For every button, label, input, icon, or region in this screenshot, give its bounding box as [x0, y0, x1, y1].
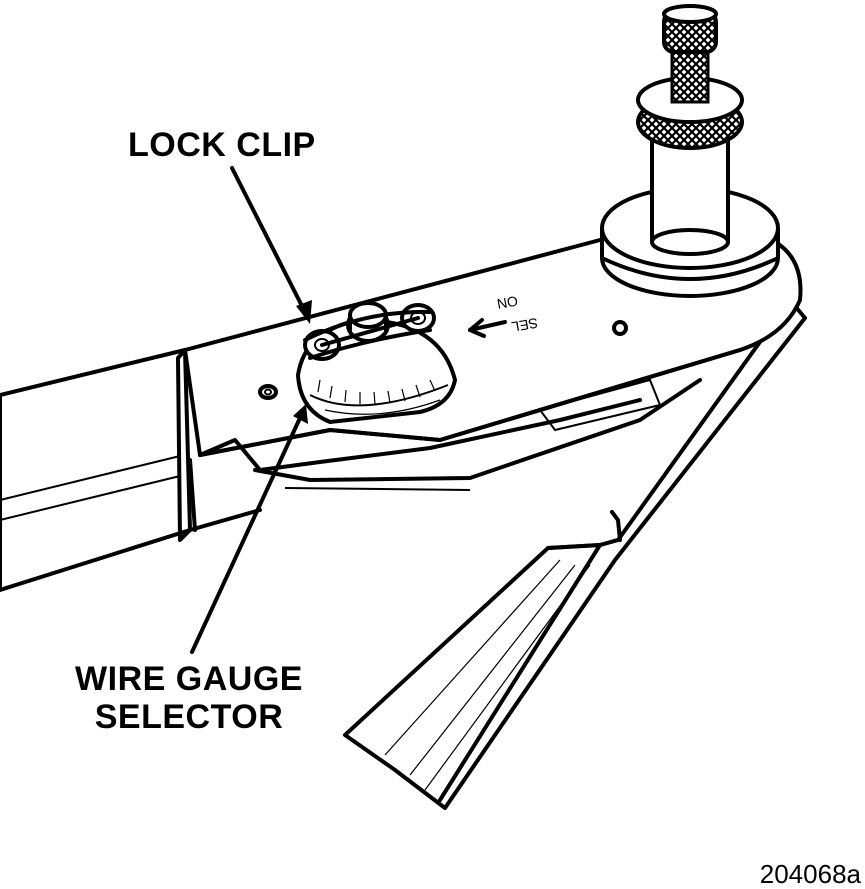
- adjustment-knob: [600, 4, 780, 298]
- lock-clip-part: [303, 303, 436, 361]
- wire-gauge-selector-line-1: WIRE GAUGE: [75, 660, 303, 698]
- wire-gauge-selector-label: WIRE GAUGE SELECTOR: [58, 660, 320, 736]
- selector-arrow-text: SEL: [510, 315, 539, 335]
- body-markings: SEL ON: [468, 293, 539, 338]
- figure-number: 204068a: [759, 859, 861, 889]
- lower-handle: [343, 298, 807, 810]
- handle-marking-text: ON: [496, 293, 519, 312]
- lock-clip-leader: [230, 166, 312, 324]
- wire-gauge-selector-line-2: SELECTOR: [94, 698, 284, 736]
- lock-clip-label: LOCK CLIP: [128, 126, 316, 164]
- wire-gauge-leader: [190, 404, 308, 654]
- upper-handle: [0, 348, 262, 592]
